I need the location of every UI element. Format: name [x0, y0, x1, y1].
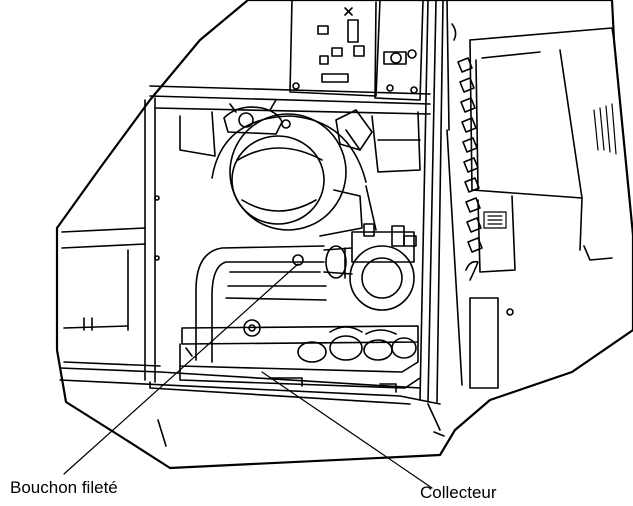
threaded-plug-label: Bouchon fileté — [10, 478, 118, 497]
top-shelf — [149, 85, 431, 115]
leader-collector — [261, 371, 433, 489]
burner-orifices — [297, 326, 417, 363]
pressure-switch — [223, 99, 291, 135]
collector-label: Collecteur — [420, 483, 497, 502]
leader-threaded-plug — [63, 263, 299, 475]
left-frame — [61, 97, 161, 383]
manifold-pipe — [195, 245, 327, 363]
blower-motor — [179, 111, 377, 237]
right-frame — [419, 0, 463, 403]
side-lettering — [593, 103, 617, 155]
cutaway-outline — [55, 0, 633, 470]
control-board — [289, 0, 424, 101]
brand-badge — [483, 211, 507, 229]
right-side-panel — [465, 27, 633, 389]
vent-louvers — [457, 57, 483, 253]
angled-fitting — [335, 109, 421, 173]
base-frame — [59, 367, 445, 447]
gas-valve — [292, 223, 417, 311]
